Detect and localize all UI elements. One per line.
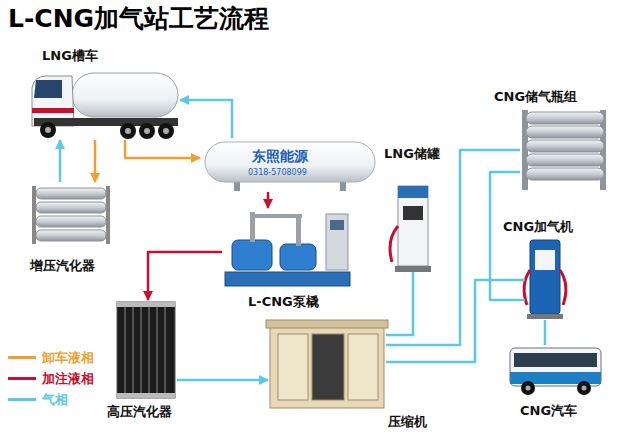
node-label: 增压汽化器 — [30, 258, 95, 274]
truck-picture — [32, 73, 178, 139]
legend-swatch — [8, 356, 36, 359]
pump-skid-node: L-CNG泵橇 — [222, 208, 352, 290]
bus-node: CNG汽车 — [508, 345, 603, 397]
legend-text: 加注液相 — [42, 371, 94, 387]
node-label: L-CNG泵橇 — [248, 294, 319, 310]
node-label: CNG汽车 — [520, 403, 577, 419]
diagram-title: L-CNG加气站工艺流程 — [8, 4, 269, 34]
bottle-bank-node: CNG储气瓶组 — [520, 108, 608, 192]
tank-node: LNG储罐东照能源0318-5708099 — [200, 138, 380, 192]
node-label: LNG槽车 — [42, 48, 98, 64]
flow-pipe — [180, 100, 232, 138]
legend-text: 气相 — [42, 392, 68, 408]
legend-text: 卸车液相 — [42, 350, 94, 366]
hp-vaporizer-picture — [117, 302, 175, 398]
truck-node: LNG槽车 — [30, 68, 180, 140]
tank-print: 东照能源 — [252, 148, 308, 165]
compressor-node: 压缩机 — [268, 318, 386, 410]
dispenser-node: CNG加气机 — [525, 238, 565, 320]
node-label: CNG加气机 — [503, 219, 573, 235]
flow-pipe — [148, 252, 222, 300]
pump-skid-picture — [225, 212, 350, 286]
lng-tank-picture — [205, 142, 375, 191]
node-label: 高压汽化器 — [107, 404, 172, 420]
legend-row: 卸车液相 — [8, 350, 94, 366]
flow-pipe — [177, 379, 268, 382]
flow-pipe — [544, 320, 547, 345]
legend-swatch — [8, 398, 36, 401]
cng-bottles-picture — [522, 110, 606, 190]
boost-vaporizer-node: 增压汽化器 — [30, 182, 112, 248]
legend-row: 加注液相 — [8, 371, 94, 387]
flow-pipe — [94, 140, 97, 182]
flow-pipe — [490, 172, 525, 300]
cng-dispenser-picture — [524, 240, 566, 319]
legend-row: 气相 — [8, 392, 68, 408]
flow-pipe — [59, 140, 62, 182]
bus-picture — [510, 348, 601, 395]
dispenser-picture — [386, 186, 431, 335]
flow-pipe — [386, 280, 525, 362]
flow-pipe — [125, 140, 200, 158]
node-label: LNG储罐 — [384, 146, 440, 162]
compressor-picture — [266, 320, 388, 408]
flow-pipe — [267, 192, 270, 208]
node-label: 压缩机 — [388, 414, 427, 430]
boost-vaporizer-picture — [32, 186, 110, 244]
tank-print: 0318-5708099 — [248, 168, 307, 178]
legend-swatch — [8, 377, 36, 380]
node-label: CNG储气瓶组 — [494, 89, 577, 105]
flow-pipe — [386, 150, 520, 345]
hp-vaporizer-node: 高压汽化器 — [115, 300, 177, 400]
